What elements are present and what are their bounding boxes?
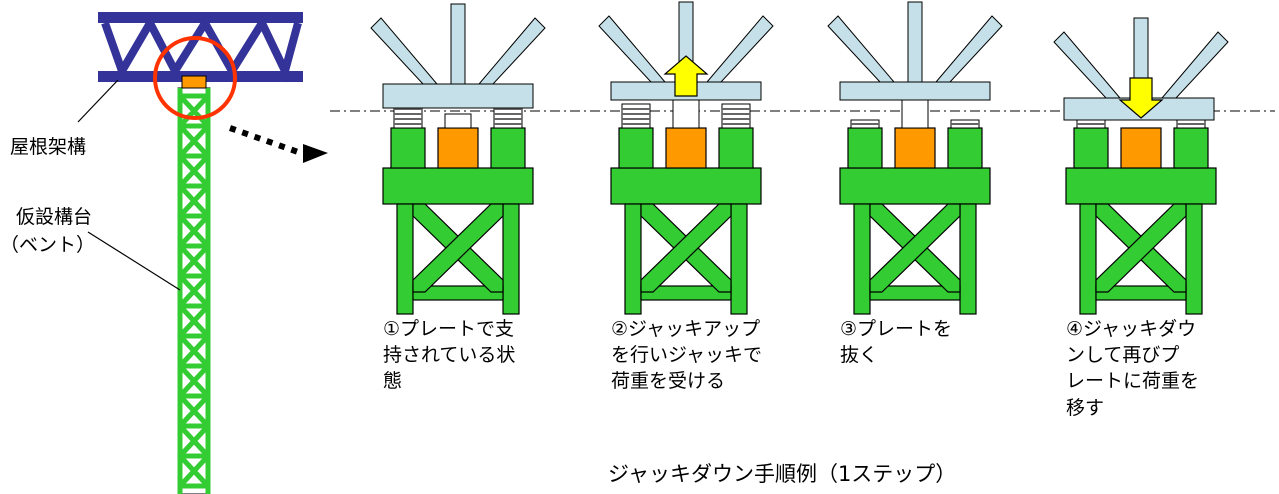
dotted-arrow: [229, 125, 328, 163]
roof-truss-label: 屋根架構: [10, 136, 87, 158]
step3-diagram: [827, 1, 1003, 315]
step1-caption: ①プレートで支持されている状態: [383, 318, 516, 393]
step4-caption: ④ジャッキダウンして再びプレートに荷重を移す: [1066, 318, 1200, 419]
temporary-bent-tower: [177, 87, 211, 494]
roof-truss-leader: [77, 79, 119, 123]
temp-bent-label-2: （ベント）: [0, 234, 96, 256]
temp-bent-label-1: 仮設構台: [16, 206, 93, 228]
step4-diagram: [1053, 17, 1229, 315]
bent-leader: [87, 231, 181, 291]
diagram-caption: ジャッキダウン手順例（1ステップ）: [608, 462, 957, 486]
jack-top: [181, 75, 207, 89]
step3-caption: ③プレートを抜く: [840, 318, 953, 367]
roof-truss: [98, 12, 303, 83]
step2-diagram: [598, 1, 774, 315]
step2-caption: ②ジャッキアップを行いジャッキで荷重を受ける: [611, 318, 763, 393]
step1-diagram: [370, 3, 546, 315]
down-arrow: [1118, 77, 1164, 119]
up-arrow: [663, 55, 709, 97]
highlight-circle: [153, 36, 237, 120]
